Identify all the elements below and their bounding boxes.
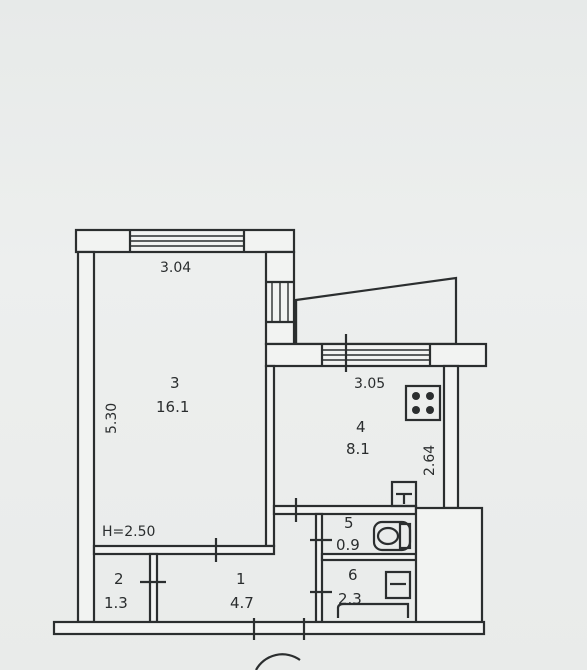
room-3-bottom-wall bbox=[92, 544, 276, 556]
room-5-number: 5 bbox=[344, 514, 354, 532]
toilet-tank-icon bbox=[398, 522, 412, 550]
entrance-door-swing bbox=[255, 653, 301, 670]
burner-icon bbox=[412, 392, 420, 400]
room-6-area: 2.3 bbox=[338, 590, 362, 608]
left-wall bbox=[76, 250, 96, 624]
burner-icon bbox=[426, 392, 434, 400]
toilet-icon bbox=[372, 520, 412, 552]
room-5-area: 0.9 bbox=[336, 536, 360, 554]
room-3-width-label: 3.04 bbox=[160, 260, 191, 276]
stove-icon bbox=[404, 384, 442, 422]
burner-icon bbox=[426, 406, 434, 414]
room-4-area: 8.1 bbox=[346, 440, 370, 458]
kitchen-sink-icon bbox=[390, 480, 418, 508]
ceiling-height-label: H=2.50 bbox=[102, 524, 155, 540]
room-2-area: 1.3 bbox=[104, 594, 128, 612]
bottom-wall bbox=[52, 620, 486, 636]
room-1-number: 1 bbox=[236, 570, 246, 588]
service-shaft bbox=[414, 506, 484, 634]
bath-divider bbox=[320, 552, 418, 562]
balcony-outline bbox=[294, 276, 458, 346]
room-1-area: 4.7 bbox=[230, 594, 254, 612]
room-3-number: 3 bbox=[170, 374, 180, 392]
room-3-area: 16.1 bbox=[156, 398, 189, 416]
burner-icon bbox=[412, 406, 420, 414]
bathtub-icon bbox=[336, 602, 410, 618]
room-2-number: 2 bbox=[114, 570, 124, 588]
right-wall bbox=[442, 364, 460, 510]
room-4-number: 4 bbox=[356, 418, 366, 436]
room-6-number: 6 bbox=[348, 566, 358, 584]
room-2-wall bbox=[148, 552, 159, 624]
bath-left-wall bbox=[314, 512, 324, 624]
room-3-length-label: 5.30 bbox=[104, 403, 120, 434]
partition-wall bbox=[264, 364, 276, 548]
room-4-length-label: 2.64 bbox=[422, 445, 438, 476]
washbasin-icon bbox=[384, 570, 412, 600]
toilet-bowl-icon bbox=[376, 526, 400, 546]
room-4-width-label: 3.05 bbox=[354, 376, 385, 392]
